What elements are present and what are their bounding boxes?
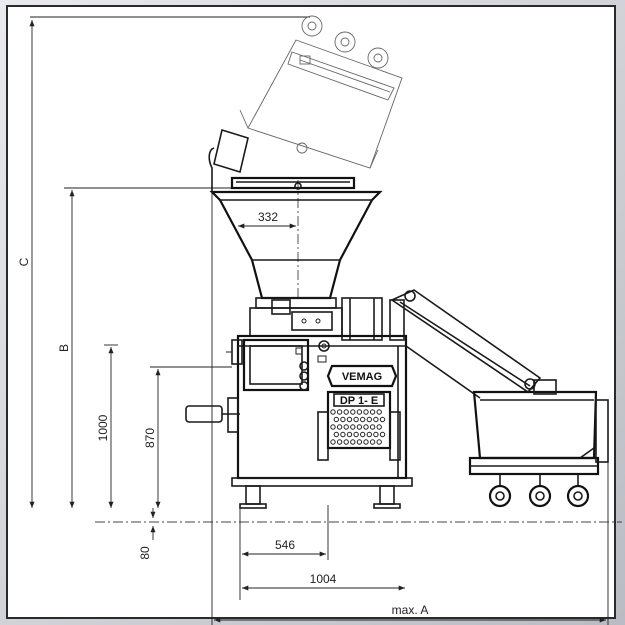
logo-plate: VEMAG	[326, 364, 398, 388]
outlet-hole	[356, 439, 363, 445]
dimension-c: C	[17, 16, 310, 508]
dimension-b: B	[57, 187, 235, 508]
outlet-hole	[360, 416, 366, 423]
dimension-870-label: 870	[143, 428, 157, 448]
outlet-hole	[333, 416, 339, 423]
outlet-hole	[343, 439, 349, 445]
dimension-max-a: max. A	[214, 603, 606, 623]
outlet-hole	[366, 416, 372, 423]
machine-body	[231, 334, 413, 487]
outlet-hole	[333, 431, 339, 438]
outlet-hole	[363, 424, 369, 430]
outlet-hole	[369, 424, 376, 430]
outlet-grid: DP 1- E	[317, 390, 401, 461]
outlet-hole	[346, 416, 353, 423]
outlet-hole	[360, 431, 366, 438]
outlet-hole	[353, 416, 359, 423]
dimension-max-a-label: max. A	[392, 603, 429, 617]
outlet-hole	[330, 439, 336, 445]
outlet-hole	[373, 431, 379, 438]
outlet-hole	[376, 439, 382, 445]
dimension-546-label: 546	[275, 538, 295, 552]
brand-logo-text: VEMAG	[342, 371, 382, 383]
dimension-1000: 1000	[96, 344, 118, 508]
outlet-hole	[356, 424, 363, 430]
outlet-hole	[356, 409, 363, 415]
dimension-80-label: 80	[138, 546, 152, 560]
outlet-hole	[353, 431, 359, 438]
machine-legs	[239, 485, 401, 509]
outlet-hole	[363, 409, 369, 415]
outlet-hole	[340, 416, 346, 423]
feed-head	[249, 297, 383, 341]
dimension-1000-label: 1000	[96, 414, 110, 441]
dimension-332: 332	[238, 210, 296, 229]
outlet-hole	[379, 431, 386, 438]
outlet-hole	[369, 409, 376, 415]
dimension-1004: 1004	[242, 572, 405, 591]
dimension-c-label: C	[17, 257, 31, 266]
outlet-hole	[379, 416, 386, 423]
trolley-bin	[468, 379, 609, 476]
hopper	[209, 176, 383, 309]
outlet-hole	[376, 409, 382, 415]
dimension-1004-label: 1004	[310, 572, 337, 586]
trolley-wheels	[488, 474, 590, 508]
dimension-870: 870	[143, 366, 232, 508]
side-handle	[185, 339, 243, 433]
outlet-hole	[330, 424, 336, 430]
lifter-arm	[389, 289, 542, 399]
outlet-hole	[343, 424, 349, 430]
dimension-b-label: B	[57, 344, 71, 352]
outlet-hole	[330, 409, 336, 415]
outlet-hole	[350, 439, 356, 445]
outlet-hole	[336, 424, 343, 430]
outlet-hole	[340, 431, 346, 438]
control-panel	[242, 338, 330, 392]
outlet-hole	[336, 409, 343, 415]
outlet-hole	[376, 424, 382, 430]
dimension-80: 80	[138, 508, 156, 560]
hopper-lid	[208, 128, 249, 192]
dimension-332-label: 332	[258, 210, 278, 224]
outlet-hole	[346, 431, 353, 438]
outlet-hole	[350, 409, 356, 415]
outlet-hole	[373, 416, 379, 423]
outlet-hole	[363, 439, 369, 445]
outlet-hole	[350, 424, 356, 430]
dimension-546: 546	[242, 538, 326, 557]
outlet-hole	[336, 439, 343, 445]
outlet-hole	[369, 439, 376, 445]
outlet-hole	[366, 431, 372, 438]
tilted-lifter-bin	[239, 15, 403, 169]
model-label: DP 1- E	[340, 395, 378, 407]
outlet-hole	[343, 409, 349, 415]
